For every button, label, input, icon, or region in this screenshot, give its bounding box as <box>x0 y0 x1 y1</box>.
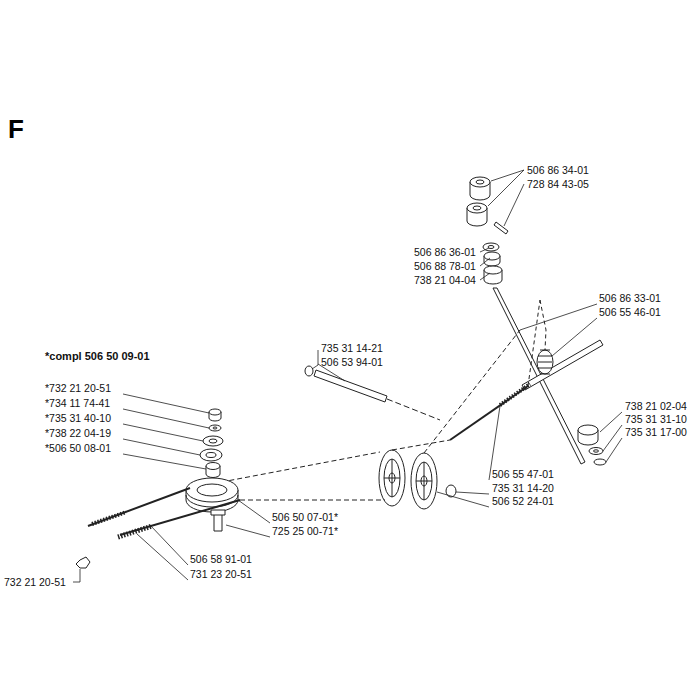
part-number: 735 31 17-00 <box>625 426 687 438</box>
part-number: 735 31 31-10 <box>625 413 687 425</box>
part-number: 735 31 14-21 <box>321 342 383 354</box>
part-number: 506 55 47-01 <box>492 468 554 480</box>
part-number: *738 22 04-19 <box>45 427 111 439</box>
axle-part <box>305 366 440 420</box>
part-number: 731 23 20-51 <box>190 568 252 580</box>
part-number: 506 86 36-01 <box>414 246 476 258</box>
bearing-part <box>578 425 606 465</box>
part-number: 506 52 24-01 <box>492 495 554 507</box>
part-number: 735 31 14-20 <box>492 482 554 494</box>
part-number: 738 21 04-04 <box>414 274 476 286</box>
assembly-note: *compl 506 50 09-01 <box>45 350 150 362</box>
part-number: *732 21 20-51 <box>45 382 111 394</box>
part-number: *735 31 40-10 <box>45 412 111 424</box>
part-number: 506 58 91-01 <box>190 553 252 565</box>
section-letter: F <box>8 114 24 144</box>
part-number: 506 88 78-01 <box>414 260 476 272</box>
collar-part <box>467 177 490 226</box>
shaft-part <box>493 288 603 464</box>
leader-line <box>73 170 622 582</box>
part-number: 506 55 46-01 <box>599 306 661 318</box>
part-number: 506 53 94-01 <box>321 356 383 368</box>
pin-part <box>494 222 508 234</box>
part-number: *734 11 74-41 <box>45 397 110 409</box>
part-number: 728 84 43-05 <box>527 178 589 190</box>
part-number: 732 21 20-51 <box>4 576 66 588</box>
part-number: *506 50 08-01 <box>45 442 111 454</box>
pulley-part <box>379 450 456 509</box>
part-number: 506 86 34-01 <box>527 164 589 176</box>
part-number: 738 21 02-04 <box>625 400 687 412</box>
part-number: 506 86 33-01 <box>599 292 661 304</box>
part-number: 725 25 00-71* <box>272 525 338 537</box>
part-number: 506 50 07-01* <box>272 511 338 523</box>
